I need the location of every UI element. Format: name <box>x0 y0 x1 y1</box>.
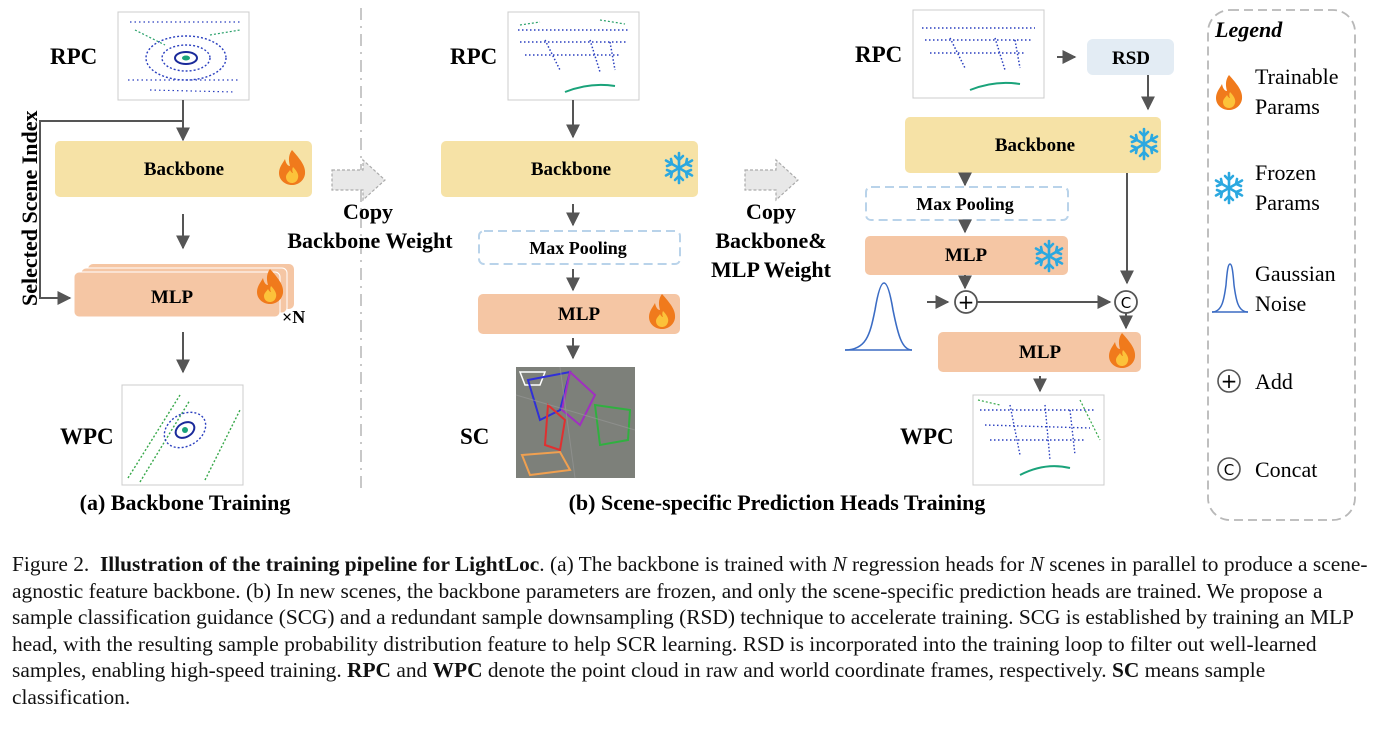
rpc-label-c: RPC <box>855 42 902 67</box>
mlp-block-c2 <box>938 332 1141 372</box>
copy-arrow-2: Copy Backbone& MLP Weight <box>711 158 832 282</box>
figure-caption: Figure 2. Illustration of the training p… <box>12 551 1370 711</box>
legend-box <box>1207 9 1356 521</box>
rpc-image-c <box>912 9 1045 99</box>
caption-text-5: denote the point cloud in raw and world … <box>482 658 1112 683</box>
rpc-label-b: RPC <box>450 44 497 69</box>
mlp-label-b: MLP <box>558 304 601 325</box>
caption-n-2: N <box>1029 552 1044 576</box>
part-a: RPC Selected Scene Index Backbone MLP ×N… <box>17 11 312 515</box>
copy2-line2: Backbone& <box>715 228 826 253</box>
caption-wpc: WPC <box>432 658 483 683</box>
legend-add-symbol: + <box>1221 369 1238 393</box>
legend-trainable-2: Params <box>1255 94 1320 119</box>
legend: Legend Trainable Params Frozen Params Ga… <box>1207 9 1356 521</box>
legend-frozen-2: Params <box>1255 190 1320 215</box>
rpc-label-a: RPC <box>50 44 97 69</box>
wpc-pointcloud-c <box>977 399 1101 476</box>
caption-sc: SC <box>1111 658 1140 683</box>
rsd-label: RSD <box>1112 48 1150 69</box>
legend-concat-symbol: C <box>1224 461 1234 479</box>
backbone-label-c: Backbone <box>995 135 1075 156</box>
concat-symbol: C <box>1121 294 1131 312</box>
add-circle-icon <box>1217 369 1241 393</box>
rsd-block <box>1087 39 1174 75</box>
legend-concat: Concat <box>1255 457 1317 482</box>
caption-text-2: regression heads for <box>846 552 1030 576</box>
caption-rpc: RPC <box>347 658 392 683</box>
legend-title: Legend <box>1214 17 1283 42</box>
copy-arrow-2-shape <box>744 158 799 202</box>
mlp-label-c1: MLP <box>945 245 988 266</box>
mlp-block-b <box>478 294 680 334</box>
caption-fig-label: Figure 2. <box>12 552 90 576</box>
max-pooling-label-c: Max Pooling <box>916 194 1014 214</box>
mlp-label-c2: MLP <box>1019 342 1062 363</box>
caption-bold-title: Illustration of the training pipeline fo… <box>99 552 540 576</box>
legend-noise-2: Noise <box>1255 291 1306 316</box>
rpc-pointcloud-c <box>922 27 1035 91</box>
max-pooling-label-b: Max Pooling <box>529 238 627 258</box>
wpc-label-c: WPC <box>900 424 954 449</box>
scene-index-line <box>39 120 183 305</box>
caption-text-3: scenes in parallel to produce a scene-ag… <box>12 552 1368 683</box>
selected-scene-index-label: Selected Scene Index <box>17 110 42 306</box>
rpc-image-a <box>117 11 250 101</box>
backbone-label-a: Backbone <box>144 159 224 180</box>
title-part-a: (a) Backbone Training <box>80 490 291 515</box>
backbone-label-b: Backbone <box>531 159 611 180</box>
copy2-line3: MLP Weight <box>711 257 832 282</box>
rpc-pointcloud-a <box>128 21 241 93</box>
sc-label: SC <box>460 424 489 449</box>
rpc-image-b <box>507 11 640 101</box>
add-symbol: + <box>958 290 975 314</box>
backbone-block-b <box>441 141 698 197</box>
copy1-line1: Copy <box>343 199 393 224</box>
gaussian-curve-icon <box>844 282 913 351</box>
legend-noise-1: Gaussian <box>1255 261 1336 286</box>
wpc-label-a: WPC <box>60 424 114 449</box>
mlp-block-c1 <box>865 236 1068 275</box>
caption-text-4: and <box>391 658 433 683</box>
wpc-pointcloud-a <box>127 394 241 483</box>
mlp-label-a: MLP <box>151 287 194 308</box>
concat-circle-icon <box>1217 457 1241 481</box>
backbone-block-c <box>905 117 1161 173</box>
copy1-line2: Backbone Weight <box>287 228 453 253</box>
max-pooling-block-b <box>478 230 681 265</box>
legend-add: Add <box>1255 369 1293 394</box>
times-n-label: ×N <box>282 307 305 327</box>
gaussian-curve-icon <box>1211 263 1249 313</box>
copy-arrow-1: Copy Backbone Weight <box>287 158 453 253</box>
legend-trainable-1: Trainable <box>1255 64 1339 89</box>
copy2-line1: Copy <box>746 199 796 224</box>
pipeline-diagram: RPC Selected Scene Index Backbone MLP ×N… <box>17 8 1356 521</box>
wpc-image-a <box>121 384 244 486</box>
caption-text-6: means sample classification. <box>12 658 1266 709</box>
rpc-pointcloud-b <box>518 19 630 93</box>
caption-n-1: N <box>832 552 847 576</box>
backbone-block-a <box>55 141 312 197</box>
sc-map-regions <box>515 366 636 479</box>
title-part-b: (b) Scene-specific Prediction Heads Trai… <box>569 490 986 515</box>
caption-text-1: . (a) The backbone is trained with <box>539 552 833 576</box>
legend-frozen-1: Frozen <box>1255 160 1316 185</box>
copy-arrow-1-shape <box>331 158 386 202</box>
part-b: RPC Backbone Max Pooling MLP SC <box>441 11 698 479</box>
part-c: RPC RSD Backbone Max Pooling MLP + <box>844 9 1174 486</box>
